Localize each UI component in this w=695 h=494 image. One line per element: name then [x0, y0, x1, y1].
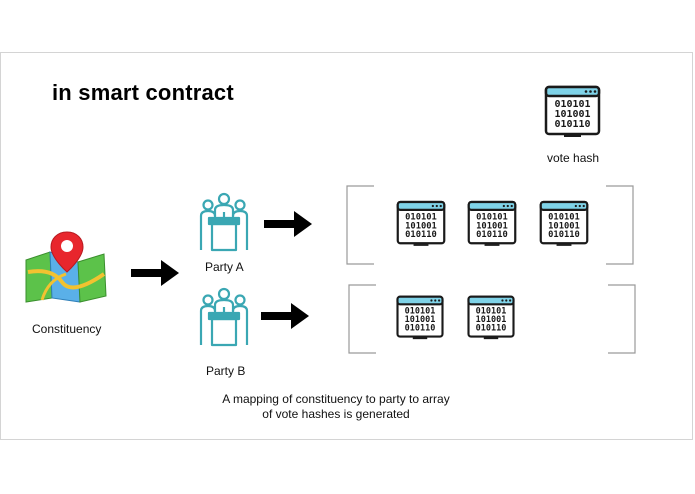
svg-text:101001: 101001	[476, 221, 508, 231]
party-a-label: Party A	[205, 260, 244, 274]
svg-text:010110: 010110	[405, 324, 436, 334]
map-panel-left	[25, 251, 53, 303]
slide-title: in smart contract	[52, 80, 234, 105]
party-b-podium-icon	[199, 287, 249, 347]
svg-text:010101: 010101	[554, 99, 590, 110]
svg-text:010110: 010110	[554, 119, 590, 130]
party-b-label: Party B	[206, 364, 246, 378]
svg-text:010101: 010101	[405, 213, 437, 223]
svg-text:010101: 010101	[476, 307, 507, 317]
map-panel-right	[77, 253, 107, 303]
svg-text:101001: 101001	[405, 221, 437, 231]
arrow-party-b-to-array	[261, 303, 309, 329]
svg-text:101001: 101001	[476, 315, 507, 325]
svg-text:010110: 010110	[476, 324, 507, 334]
svg-text:010110: 010110	[476, 230, 508, 240]
svg-text:101001: 101001	[548, 221, 580, 231]
svg-text:101001: 101001	[405, 315, 436, 325]
arrow-party-a-to-array	[264, 211, 312, 237]
svg-text:010110: 010110	[548, 230, 580, 240]
svg-text:010101: 010101	[548, 213, 580, 223]
caption-line-1: A mapping of constituency to party to ar…	[222, 392, 450, 406]
svg-text:010101: 010101	[476, 213, 508, 223]
diagram-caption: A mapping of constituency to party to ar…	[200, 392, 472, 422]
svg-text:101001: 101001	[554, 109, 590, 120]
vote-hash-legend-label: vote hash	[547, 151, 600, 165]
party-a-podium-icon	[199, 192, 249, 252]
constituency-label: Constituency	[32, 322, 102, 336]
map-pin-icon	[25, 231, 107, 303]
caption-line-2: of vote hashes is generated	[262, 407, 410, 421]
svg-text:010110: 010110	[405, 230, 437, 240]
party-a-array-bracket	[346, 185, 634, 265]
svg-text:010101: 010101	[405, 307, 436, 317]
party-b-array-bracket	[348, 284, 636, 354]
arrow-constituency-to-party	[131, 260, 179, 286]
